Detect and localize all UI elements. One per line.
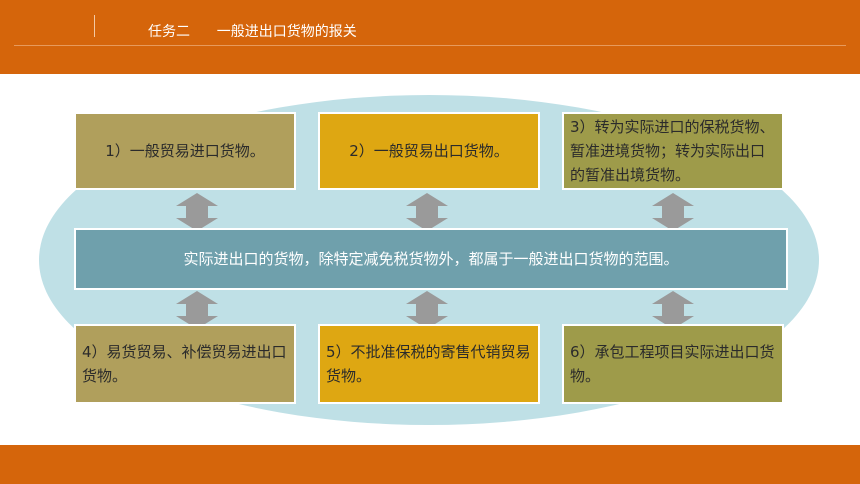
double-arrow-icon — [652, 291, 694, 329]
header-bar: 任务二 一般进出口货物的报关 — [0, 0, 860, 74]
double-arrow-icon — [176, 193, 218, 231]
header-divider-vertical — [94, 15, 95, 37]
double-arrow-icon — [652, 193, 694, 231]
center-definition-bar: 实际进出口的货物，除特定减免税货物外，都属于一般进出口货物的范围。 — [74, 228, 788, 290]
double-arrow-icon — [406, 291, 448, 329]
box-general-trade-import: 1）一般贸易进口货物。 — [74, 112, 296, 190]
box-general-trade-export: 2）一般贸易出口货物。 — [318, 112, 540, 190]
box-bonded-temporary-goods: 3）转为实际进口的保税货物、暂准进境货物；转为实际出口的暂准出境货物。 — [562, 112, 784, 190]
page-title: 任务二 一般进出口货物的报关 — [148, 24, 357, 40]
box-contracted-project-goods: 6）承包工程项目实际进出口货物。 — [562, 324, 784, 404]
double-arrow-icon — [176, 291, 218, 329]
double-arrow-icon — [406, 193, 448, 231]
header-divider-horizontal — [14, 45, 846, 46]
box-consignment-trade: 5）不批准保税的寄售代销贸易货物。 — [318, 324, 540, 404]
box-barter-compensation-trade: 4）易货贸易、补偿贸易进出口货物。 — [74, 324, 296, 404]
footer-bar — [0, 445, 860, 484]
